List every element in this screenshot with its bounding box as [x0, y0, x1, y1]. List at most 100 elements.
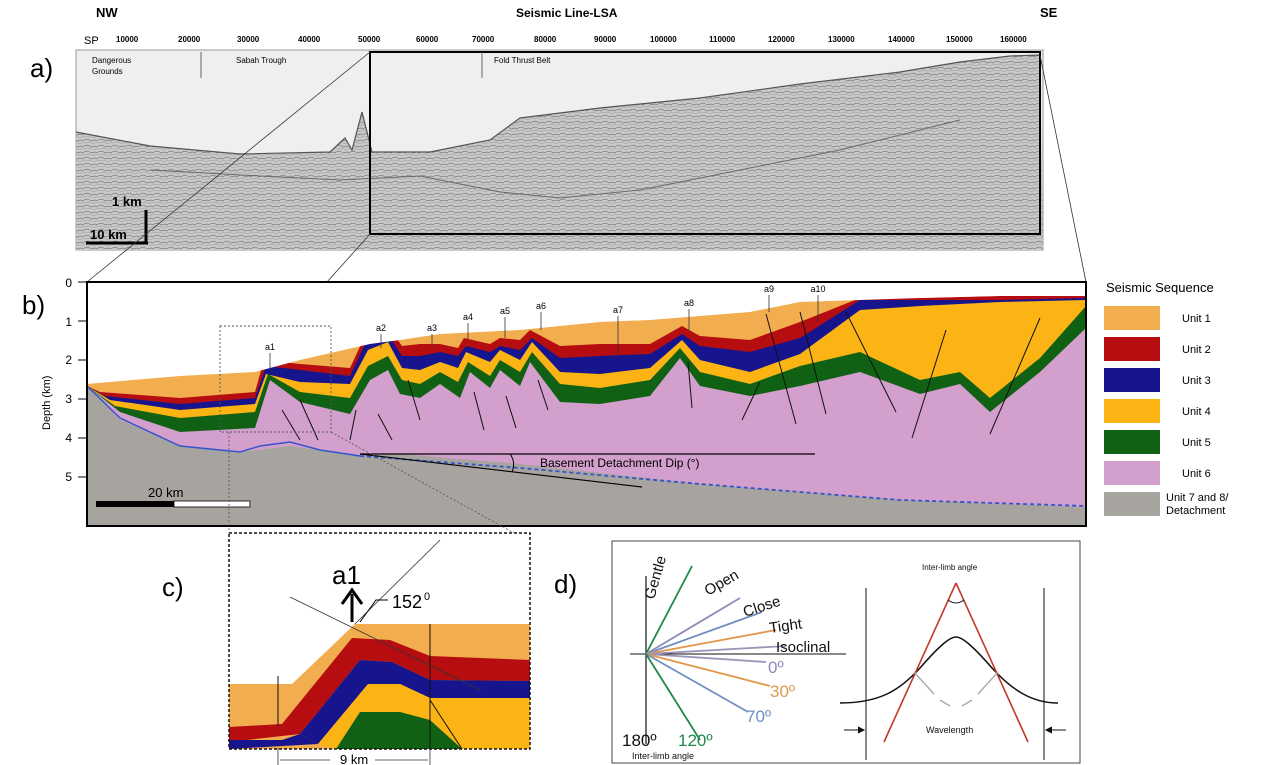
anticline-markers: a1 a2 a3 a4 a5 a6 a7 a8 a9 a10	[265, 284, 826, 352]
dip-arc	[509, 453, 515, 473]
sp-tick: 100000	[650, 35, 677, 44]
svg-text:Unit 3: Unit 3	[1182, 375, 1211, 387]
zoom-box	[369, 51, 1041, 235]
sp-tick-labels: 10000 20000 30000 40000 50000 60000 7000…	[116, 35, 1027, 44]
sp-tick: 60000	[416, 35, 439, 44]
anticline-label: a2	[376, 323, 386, 333]
legend-item: Unit 5	[1104, 430, 1211, 454]
angle-value: 152	[392, 592, 422, 612]
depth-tick: 3	[65, 392, 72, 406]
scale-bar-black	[96, 501, 174, 507]
width-9km: 9 km	[340, 752, 368, 765]
panel-c: c) a1	[162, 532, 531, 765]
legend-item: Unit 2	[1104, 337, 1211, 361]
sp-tick: 120000	[768, 35, 795, 44]
dip-line	[359, 453, 643, 488]
class-isoclinal: Isoclinal	[776, 639, 830, 656]
panel-b-frame	[86, 281, 1087, 527]
angle-0: 0º	[768, 658, 784, 677]
angle-70: 70º	[746, 707, 771, 726]
legend: Seismic Sequence Unit 1 Unit 2 Unit 3 Un…	[1104, 280, 1229, 517]
scale-bar-white	[173, 500, 251, 508]
anticline-label: a5	[500, 306, 510, 316]
detachment-solid	[87, 385, 361, 457]
region-fold-thrust-belt: Fold Thrust Belt	[494, 56, 551, 65]
limb-left	[883, 582, 957, 743]
panel-d-label: d)	[554, 569, 577, 599]
nw-label: NW	[96, 5, 118, 20]
sp-tick: 150000	[946, 35, 973, 44]
depth-axis-label: Depth (km)	[41, 376, 53, 430]
c-faults	[277, 624, 463, 749]
sp-label: SP	[84, 35, 99, 47]
anticline-label: a1	[265, 342, 275, 352]
region-dangerous: Dangerous	[92, 56, 131, 65]
svg-text:Unit 7 and 8/: Unit 7 and 8/	[1166, 492, 1229, 504]
legend-item: Unit 7 and 8/Detachment	[1104, 492, 1229, 517]
panel-c-frame	[228, 532, 531, 750]
sp-tick: 80000	[534, 35, 557, 44]
c-unit2	[229, 638, 530, 742]
depth-tick-marks	[78, 281, 87, 478]
seafloor-reflector	[75, 54, 1041, 155]
sp-tick: 110000	[709, 35, 736, 44]
water-column	[87, 282, 1086, 384]
sp-tick: 140000	[888, 35, 915, 44]
angle-30: 30º	[770, 682, 795, 701]
sp-tick: 20000	[178, 35, 201, 44]
class-tight: Tight	[768, 615, 804, 637]
svg-text:Unit 1: Unit 1	[1182, 313, 1211, 325]
zoom-box-a1	[219, 325, 332, 433]
legend-item: Unit 4	[1104, 399, 1211, 423]
c-a1-label: a1	[332, 560, 361, 590]
c-unit3	[300, 660, 530, 744]
region-sabah-trough: Sabah Trough	[236, 56, 286, 65]
anticline-arrows	[269, 295, 819, 368]
detachment-dashed	[359, 455, 1086, 507]
anticline-label: a6	[536, 301, 546, 311]
panel-a: a) NW SE Seismic Line-LSA SP 10000 20000…	[30, 5, 1058, 251]
sp-tick: 10000	[116, 35, 139, 44]
legend-item: Unit 6	[1104, 461, 1211, 485]
angle-120: 120º	[678, 731, 713, 750]
svg-text:Detachment: Detachment	[1166, 505, 1225, 517]
region-grounds: Grounds	[92, 67, 123, 76]
sp-tick: 160000	[1000, 35, 1027, 44]
depth-tick: 5	[65, 470, 72, 484]
anticline-label: a3	[427, 323, 437, 333]
angle-arc	[947, 599, 965, 604]
panel-d: d) Gentle Open Close Tight Isoclinal 0º …	[554, 540, 1081, 764]
angle-pointer	[359, 599, 388, 623]
anticline-label: a10	[810, 284, 825, 294]
sp-tick: 130000	[828, 35, 855, 44]
anticline-label: a9	[764, 284, 774, 294]
anticline-label: a8	[684, 298, 694, 308]
deep-reflector	[149, 119, 961, 199]
fan-lines	[645, 565, 787, 741]
hinge-dashes	[913, 671, 999, 707]
panel-b-label: b)	[22, 290, 45, 320]
angle-degree: 0	[424, 591, 430, 603]
depth-tick: 4	[65, 431, 72, 445]
zoom-connectors	[228, 431, 515, 534]
legend-title: Seismic Sequence	[1106, 280, 1214, 295]
wavelength-label: Wavelength	[926, 725, 973, 735]
sp-tick: 90000	[594, 35, 617, 44]
seismic-reflections	[76, 55, 1043, 250]
sp-tick: 50000	[358, 35, 381, 44]
limb-right	[955, 582, 1029, 743]
connector-lines	[86, 51, 1087, 283]
sp-tick: 70000	[472, 35, 495, 44]
anticline-label: a7	[613, 305, 623, 315]
scale-1km: 1 km	[112, 194, 142, 209]
svg-text:Unit 5: Unit 5	[1182, 437, 1211, 449]
svg-text:Unit 6: Unit 6	[1182, 468, 1211, 480]
angle-180: 180º	[622, 731, 657, 750]
svg-text:Unit 4: Unit 4	[1182, 406, 1211, 418]
c-limb-line	[289, 596, 481, 691]
faults	[281, 311, 1041, 441]
legend-item: Unit 3	[1104, 368, 1211, 392]
scale-10km: 10 km	[90, 227, 127, 242]
wavelength-arrows	[844, 726, 1066, 734]
a1-arrow-head	[340, 587, 364, 605]
